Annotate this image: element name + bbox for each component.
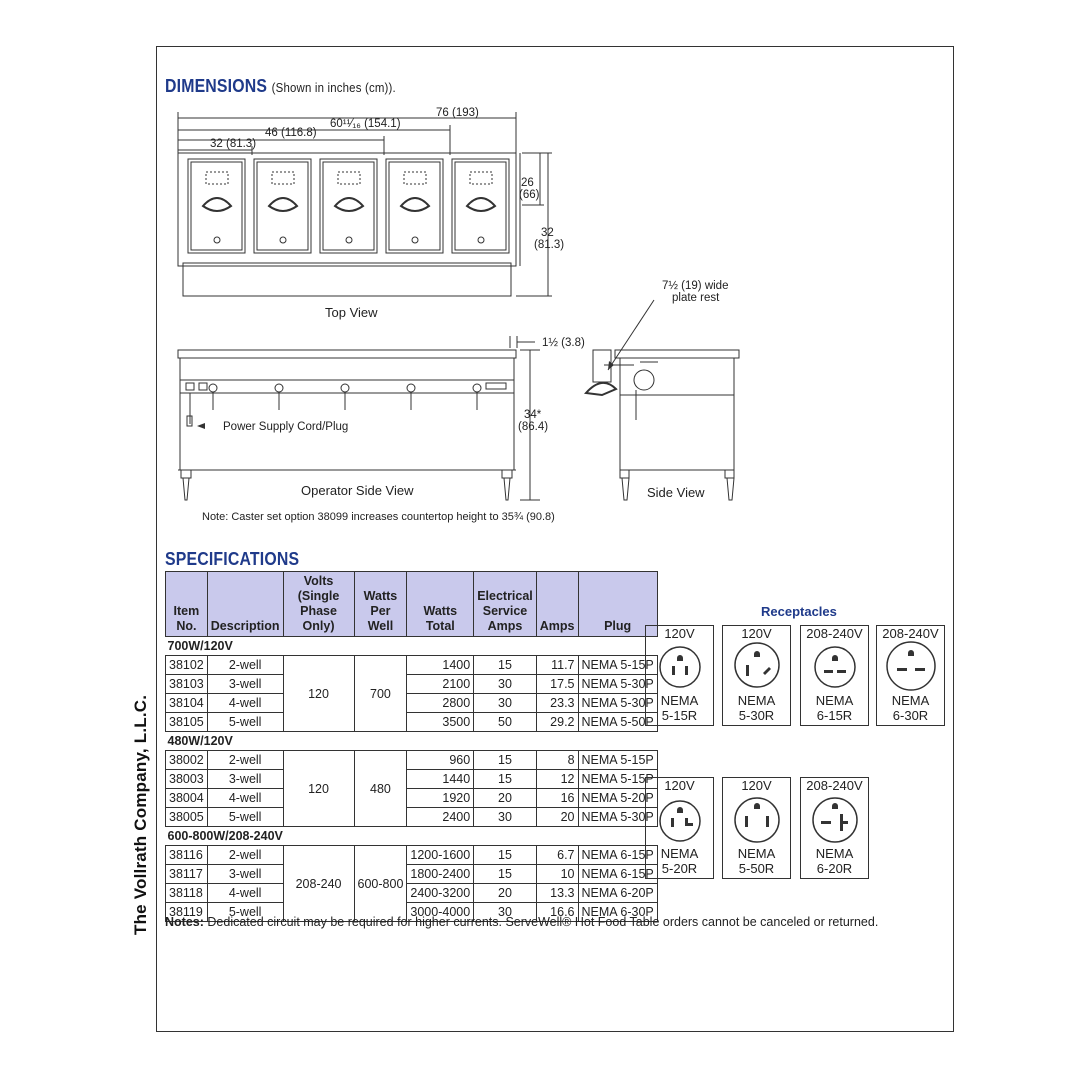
header-description: Description	[206, 571, 284, 637]
top-view-label: Top View	[325, 305, 378, 320]
dim-32w-label: 32 (81.3)	[210, 138, 256, 150]
power-cord-label: Power Supply Cord/Plug	[223, 421, 348, 433]
dim-60-label: 60¹¹⁄₁₆ (154.1)	[330, 118, 401, 130]
dimensions-subtitle: (Shown in inches (cm)).	[271, 80, 396, 95]
dim-32dcm-label: (81.3)	[534, 239, 564, 251]
dimension-drawings: 76 (193) 60¹¹⁄₁₆ (154.1) 46 (116.8) 32 (…	[177, 107, 740, 523]
notes-text: Dedicated circuit may be required for hi…	[207, 915, 879, 929]
receptacle-5-30r-icon	[733, 642, 780, 688]
dim-32d-label: 32	[541, 227, 554, 239]
group-row: 480W/120V	[165, 731, 658, 751]
dim-46-label: 46 (116.8)	[265, 127, 317, 139]
receptacle-5-20r-icon	[658, 800, 701, 842]
header-plug: Plug	[577, 571, 658, 637]
dim-34cm-label: (86.4)	[518, 421, 548, 433]
company-name: The Vollrath Company, L.L.C.	[131, 694, 150, 935]
plate-rest-label-1: 7½ (19) wide	[662, 280, 728, 292]
group-row: 700W/120V	[165, 636, 658, 656]
side-view-label: Side View	[647, 485, 705, 500]
plate-rest-label-2: plate rest	[672, 292, 720, 304]
dimensions-heading: DIMENSIONS (Shown in inches (cm)).	[165, 76, 396, 97]
caster-note: Note: Caster set option 38099 increases …	[202, 511, 555, 523]
dim-76-label: 76 (193)	[436, 107, 479, 119]
receptacle-6-15r-icon	[813, 646, 856, 688]
operator-view-label: Operator Side View	[301, 483, 414, 498]
receptacle-6-30r-icon	[885, 641, 936, 691]
receptacle-5-50r-icon	[733, 797, 780, 843]
page-frame	[156, 46, 954, 1032]
receptacles-title: Receptacles	[761, 604, 837, 619]
header-amps: Amps	[535, 571, 579, 637]
notes-label: Notes:	[165, 915, 204, 929]
receptacle-5-15r-icon	[658, 646, 701, 688]
dim-26-label: 26	[521, 177, 534, 189]
group-row: 600-800W/208-240V	[165, 826, 658, 846]
specifications-title: SPECIFICATIONS	[165, 549, 300, 569]
receptacle-6-20r-icon	[811, 797, 858, 843]
dim-1-5-label: 1½ (3.8)	[542, 337, 585, 349]
dimensions-title: DIMENSIONS	[165, 76, 268, 96]
dim-26cm-label: (66)	[519, 189, 540, 201]
dim-34-label: 34*	[524, 409, 542, 421]
notes: Notes: Dedicated circuit may be required…	[165, 915, 878, 929]
